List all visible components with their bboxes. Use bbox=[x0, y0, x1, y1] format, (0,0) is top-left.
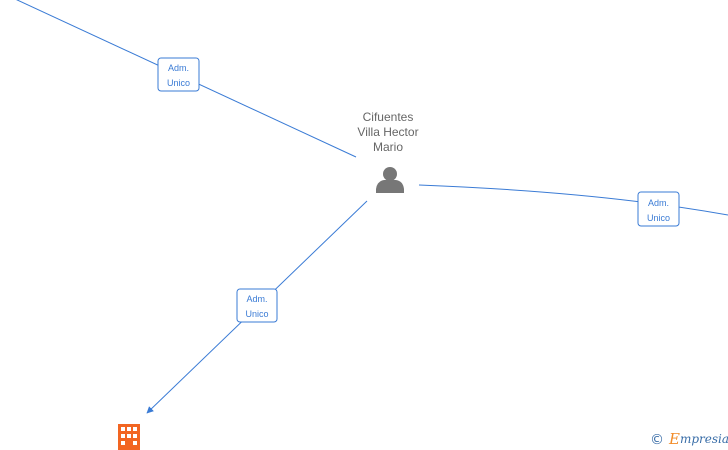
person-name-line: Mario bbox=[373, 140, 403, 154]
brand-name: mpresia bbox=[680, 432, 728, 446]
person-name-line: Cifuentes bbox=[363, 110, 414, 124]
edge-label-line: Unico bbox=[167, 78, 190, 88]
edge-label-line: Unico bbox=[647, 213, 670, 223]
person-icon bbox=[376, 167, 404, 193]
edge-label-right[interactable]: Adm. Unico bbox=[637, 191, 680, 227]
edge-label-line: Adm. bbox=[246, 294, 267, 304]
copyright-symbol: © bbox=[650, 432, 664, 448]
edge-label-top-left[interactable]: Adm. Unico bbox=[157, 57, 200, 92]
brand-watermark: © E mpresia bbox=[650, 430, 728, 448]
building-icon bbox=[118, 424, 140, 450]
person-node[interactable]: Cifuentes Villa Hector Mario bbox=[357, 110, 419, 193]
company-node[interactable] bbox=[118, 424, 140, 450]
edge-label-bottom-left[interactable]: Adm. Unico bbox=[236, 288, 278, 323]
edge-label-line: Adm. bbox=[168, 63, 189, 73]
edge-label-line: Unico bbox=[245, 309, 268, 319]
person-name-line: Villa Hector bbox=[357, 125, 418, 139]
brand-initial: E bbox=[668, 430, 680, 448]
edge-line-right bbox=[418, 184, 728, 216]
edge-label-line: Adm. bbox=[648, 198, 669, 208]
